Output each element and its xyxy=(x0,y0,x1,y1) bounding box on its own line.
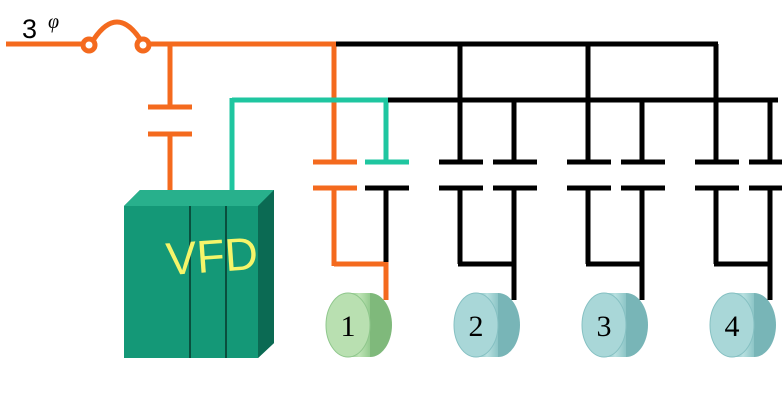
breaker-arc xyxy=(91,19,143,41)
motor-2-number: 2 xyxy=(469,310,484,343)
supply-label: 3 φ xyxy=(22,11,59,44)
contactor-bank xyxy=(365,88,782,300)
bypass-bus xyxy=(336,41,719,88)
motor-2: 2 xyxy=(453,292,520,358)
motor-3-number: 3 xyxy=(597,310,612,343)
motor-3: 3 xyxy=(581,292,648,358)
vfd-output-wiring xyxy=(229,97,409,200)
vfd-bus xyxy=(388,97,778,160)
motor-4: 4 xyxy=(709,292,776,358)
vfd-cabinet: VFD xyxy=(124,190,274,358)
motor-4-number: 4 xyxy=(725,310,740,343)
svg-text:3: 3 xyxy=(22,14,37,44)
svg-text:φ: φ xyxy=(48,11,59,33)
breaker-terminal-left xyxy=(80,36,98,54)
vfd-label: VFD xyxy=(164,227,259,285)
motor-leads xyxy=(383,262,773,300)
breaker-terminal-right xyxy=(134,36,152,54)
motor-1: 1 xyxy=(325,292,392,358)
motor-1-number: 1 xyxy=(341,310,356,343)
